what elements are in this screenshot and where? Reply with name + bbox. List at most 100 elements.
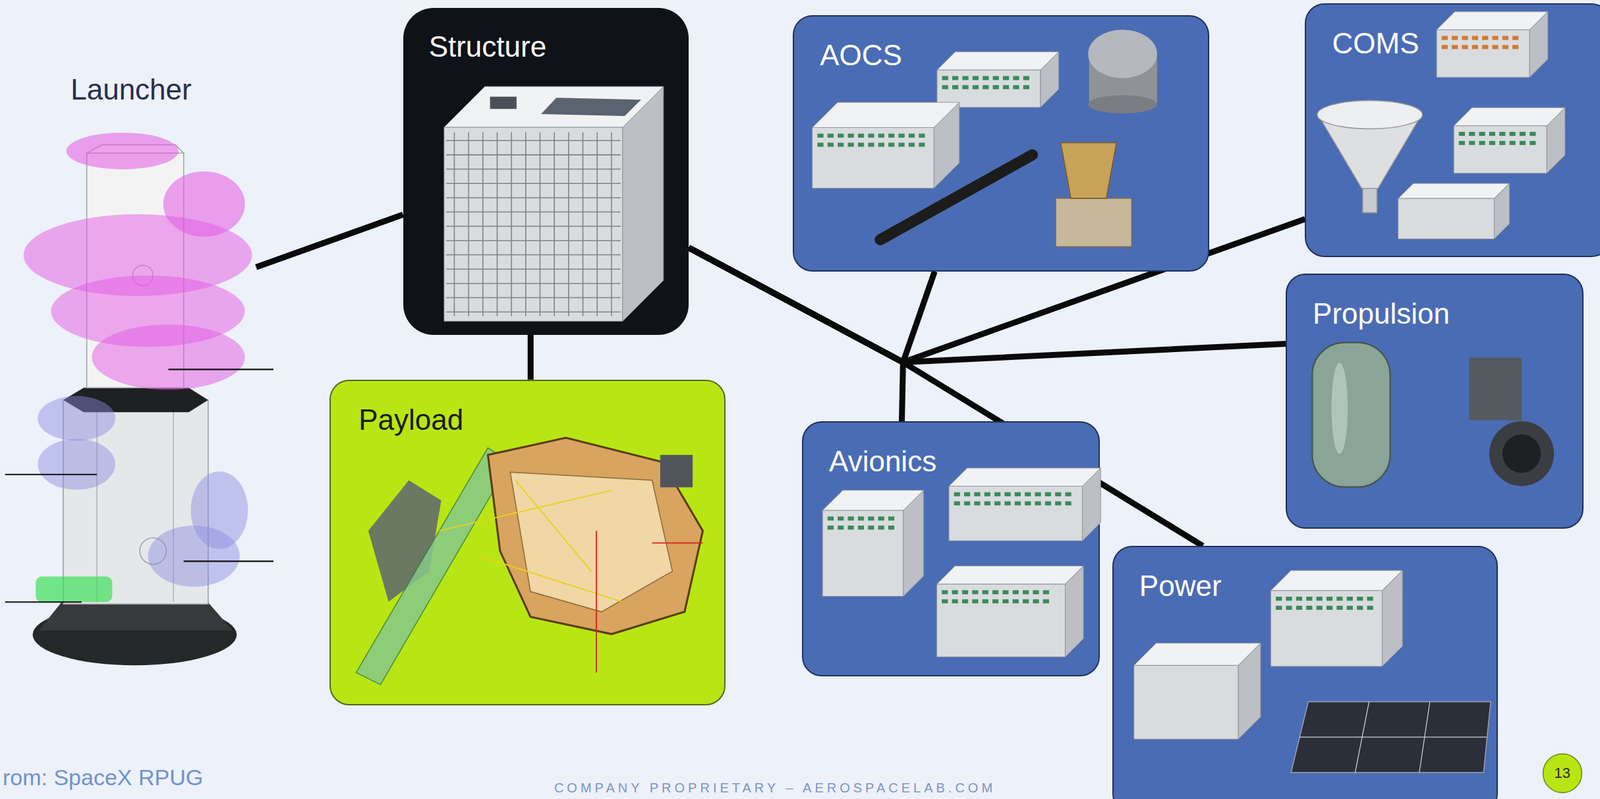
frame-grid (446, 140, 621, 142)
frame-grid (510, 132, 513, 317)
connector-port (888, 525, 895, 530)
connector-port (1366, 596, 1373, 601)
connector-port (984, 501, 991, 506)
solar-panel (1290, 701, 1491, 773)
connector-port (878, 516, 885, 521)
connector-port (1336, 596, 1343, 601)
connector-port (1002, 590, 1009, 595)
connector-port (1045, 501, 1052, 506)
device-side (1381, 570, 1403, 667)
connector-port (1499, 131, 1506, 136)
connector-port (1022, 590, 1029, 595)
frame-grid (446, 254, 621, 256)
subsystem-box: Power (1112, 545, 1498, 799)
light-path (479, 555, 622, 601)
connector-port (1502, 44, 1509, 49)
envelope-zone (91, 324, 245, 390)
connector-port (1326, 596, 1333, 601)
light-path (439, 490, 612, 531)
connector-port (908, 133, 915, 138)
subsystem-box: AOCS (792, 15, 1210, 272)
box-heading: Power (1139, 568, 1222, 603)
connector-port (964, 492, 971, 497)
connector-port (857, 516, 864, 521)
frame-grid (610, 132, 613, 317)
connector-port (952, 85, 959, 89)
connector-port (1452, 44, 1459, 49)
wheel-base (1087, 95, 1158, 115)
connector-port (1014, 492, 1021, 497)
connector-port (817, 133, 824, 138)
connector-port (952, 590, 959, 595)
frame-grid (446, 154, 621, 156)
frame-grid (446, 183, 621, 185)
device-side (933, 102, 959, 188)
connector-port (888, 142, 895, 147)
telescope-tube (356, 447, 511, 685)
box-heading: Propulsion (1312, 296, 1450, 331)
connector-port (973, 501, 980, 506)
connector-port (848, 516, 855, 521)
propellant-tank (1312, 342, 1390, 487)
connector-port (918, 142, 925, 147)
connector-port (971, 599, 978, 603)
frame-grid (446, 226, 621, 228)
connector-port (993, 85, 1000, 89)
thruster-nozzle (1502, 434, 1541, 473)
leader-line (168, 368, 273, 370)
connector-port (827, 525, 834, 530)
device-side (1547, 107, 1566, 174)
device-front (937, 69, 1041, 108)
connector-port (848, 142, 855, 147)
connector-port (1356, 596, 1363, 601)
connector-port (1509, 131, 1516, 136)
connector-port (1530, 131, 1537, 136)
connector-port (1012, 599, 1019, 603)
device-side (903, 490, 924, 597)
frame-grid (446, 311, 621, 314)
connector-port (1366, 605, 1373, 610)
star-tracker-baffle (1060, 142, 1117, 199)
connector-port (1045, 492, 1052, 497)
connector-port (1013, 85, 1020, 89)
light-path (515, 479, 592, 571)
box-heading: Launcher (70, 72, 192, 107)
connector-port (898, 142, 905, 147)
connector-port (848, 525, 855, 530)
connector-port (1002, 599, 1009, 603)
frame-grid (482, 132, 484, 317)
frame-grid (446, 283, 621, 285)
star-tracker-base (1055, 198, 1132, 248)
device-top (1398, 183, 1510, 199)
connector-port (993, 76, 1000, 81)
thruster-flange (1489, 421, 1554, 486)
connector-port (1458, 140, 1465, 145)
device-top (948, 467, 1101, 487)
device-front (822, 510, 904, 597)
wheel-dome (1087, 29, 1158, 79)
frame-grid (453, 132, 455, 317)
axis-line (652, 542, 704, 544)
connector-port (1004, 492, 1011, 497)
connector-port (1055, 492, 1061, 497)
connector-port (1530, 140, 1537, 145)
device-top (937, 566, 1085, 585)
device-front (948, 486, 1083, 542)
envelope-zone (148, 525, 240, 587)
connector-port (1032, 590, 1039, 595)
connector-port (1275, 605, 1282, 610)
connector-port (867, 516, 874, 521)
frame-grid (568, 132, 570, 317)
aperture (541, 98, 642, 117)
subsystem-box: Avionics (801, 421, 1100, 677)
leader-line (183, 560, 274, 562)
connector-port (962, 76, 969, 81)
thruster-valve (1468, 357, 1522, 420)
connector-port (1502, 35, 1509, 40)
connector-port (954, 492, 961, 497)
connector-port (1043, 599, 1050, 603)
connector-port (973, 492, 980, 497)
connector-port (1326, 605, 1333, 610)
connector-port (837, 516, 844, 521)
connector-port (982, 76, 989, 81)
